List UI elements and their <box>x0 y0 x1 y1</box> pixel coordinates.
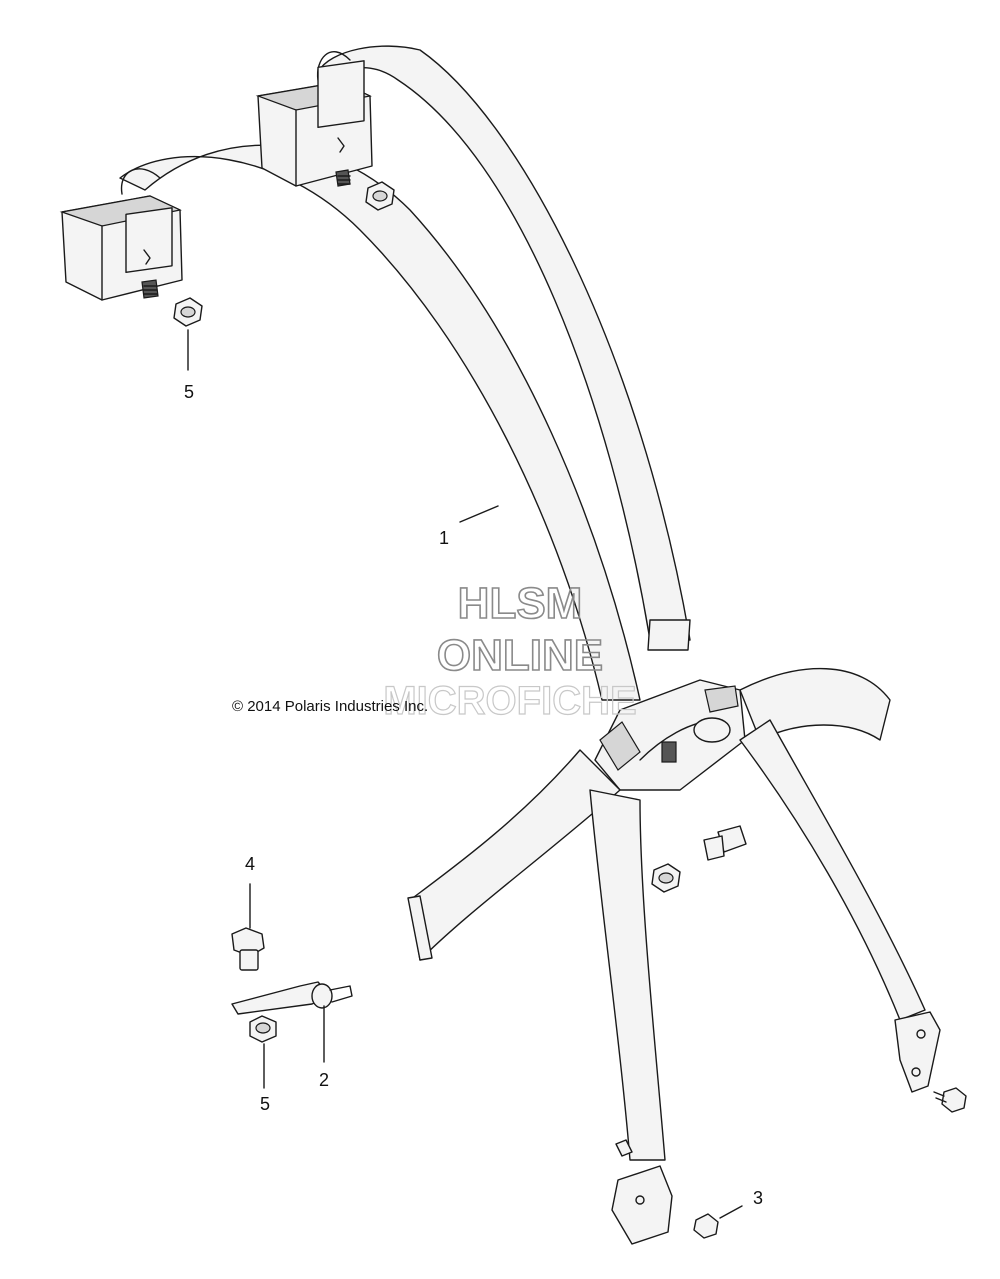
nut-upper-right <box>365 181 395 211</box>
strap-lower-center <box>589 789 666 1161</box>
watermark: HLSM ONLINE MICROFICHE <box>383 578 638 723</box>
retractor-lower <box>59 168 183 301</box>
nut-item-5 <box>249 1015 277 1043</box>
bolt-item-4 <box>231 927 265 971</box>
callout-4: 4 <box>245 854 255 874</box>
callout-5-bottom: 5 <box>260 1094 270 1114</box>
watermark-line1: HLSM <box>458 579 583 628</box>
buckle-assembly <box>594 679 746 791</box>
anchor-bracket-lower <box>611 1139 673 1245</box>
leader-1 <box>459 505 499 523</box>
leader-lines <box>187 329 743 1219</box>
bolt-lower <box>693 1213 719 1239</box>
anchor-bracket-right <box>894 1011 941 1093</box>
watermark-line2: ONLINE <box>437 631 603 680</box>
copyright-text: © 2014 Polaris Industries Inc. <box>232 698 428 715</box>
belt-strap-right <box>317 45 691 651</box>
strap-right <box>739 668 926 1021</box>
callout-5-top: 5 <box>184 382 194 402</box>
strap-lap-left <box>407 749 621 961</box>
retractor-upper <box>255 51 373 187</box>
nut-upper-left <box>173 297 203 327</box>
nut-center <box>651 863 681 893</box>
callout-2: 2 <box>319 1070 329 1090</box>
shoulder-bolt <box>703 825 747 861</box>
callout-1: 1 <box>439 528 449 548</box>
leader-3 <box>719 1205 743 1219</box>
watermark-line3: MICROFICHE <box>383 679 636 723</box>
bracket-item-2 <box>231 981 353 1015</box>
callout-3: 3 <box>753 1188 763 1208</box>
bolt-right <box>933 1087 967 1113</box>
